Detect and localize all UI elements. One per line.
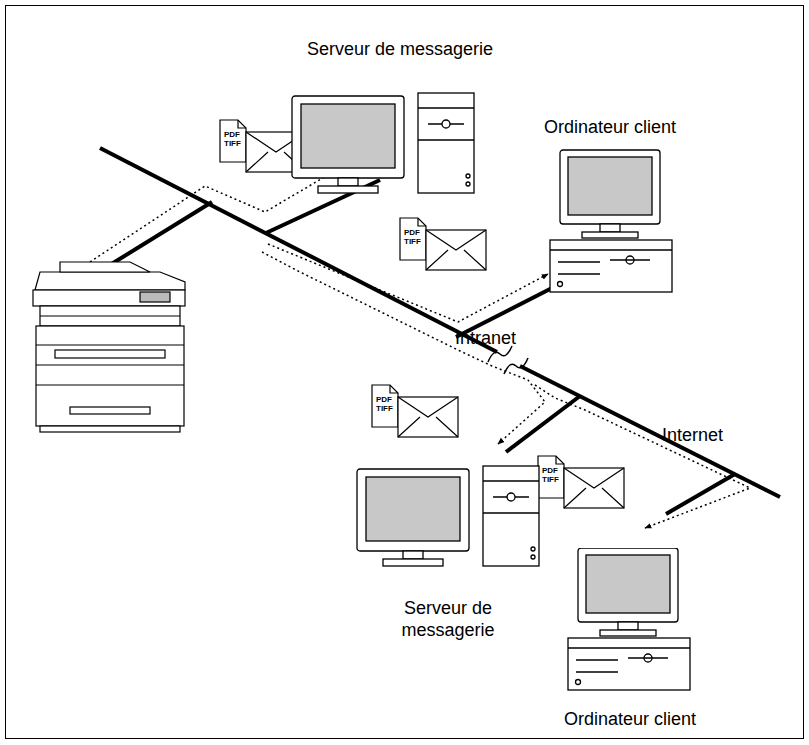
computer-node: Serveur de messagerie [280, 38, 520, 208]
node-label: Serveur de messagerie [373, 597, 523, 641]
computer-icon [280, 38, 520, 208]
multifunction-printer [33, 262, 185, 432]
network-label: Intranet [455, 327, 516, 349]
file-format: TIFF [224, 139, 241, 148]
computer-icon [530, 116, 690, 298]
computer-node: Ordinateur client [540, 548, 720, 733]
frame [6, 6, 804, 739]
computer-node: Ordinateur client [530, 116, 690, 298]
file-format: PDF [404, 228, 420, 237]
file-format: TIFF [404, 237, 421, 246]
network-lines [100, 148, 780, 514]
node-label: Ordinateur client [530, 116, 690, 138]
node-label: Ordinateur client [540, 708, 720, 730]
node-label: Serveur de messagerie [280, 38, 520, 60]
network-label: Internet [662, 424, 723, 446]
file-format: TIFF [376, 404, 393, 413]
file-format: TIFF [542, 475, 559, 484]
file-format: PDF [224, 130, 240, 139]
computer-node: Serveur de messagerie [355, 465, 545, 660]
computer-icon [540, 548, 720, 733]
break-symbol [488, 346, 528, 374]
file-format: PDF [376, 395, 392, 404]
file-format: PDF [542, 466, 558, 475]
